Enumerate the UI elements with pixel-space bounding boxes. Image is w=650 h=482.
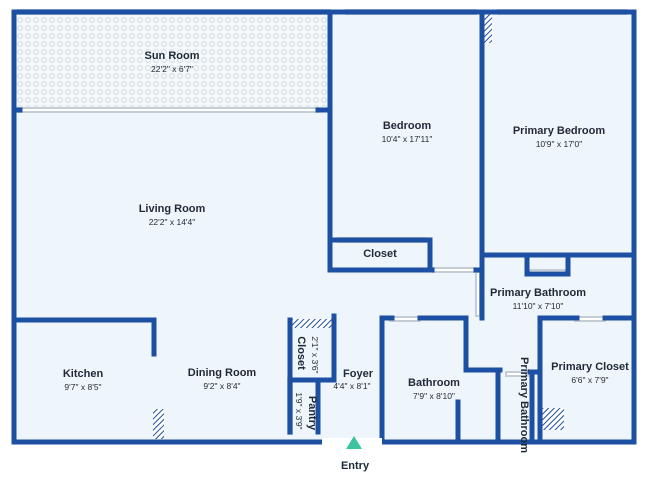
wall-outer-left-bottom	[11, 9, 385, 445]
primary-bathroom-small-name: Primary Bathroom	[518, 357, 530, 453]
primary-bedroom-name: Primary Bedroom	[513, 125, 606, 137]
wall-kitchen-top	[11, 317, 157, 357]
hatched-fixtures	[153, 13, 564, 439]
pantry-name: Pantry	[306, 396, 318, 431]
bedroom-name: Bedroom	[383, 120, 432, 132]
primary-bedroom-dims: 10'9" x 17'0"	[536, 139, 583, 149]
wall-outer-right-top	[11, 9, 637, 445]
wall-bedroom-closet	[329, 237, 433, 273]
primary-closet-dims: 6'6" x 7'9"	[571, 375, 608, 385]
hatched-shelf-closet	[290, 319, 334, 328]
kitchen-dims: 9'7" x 8'5"	[64, 382, 101, 392]
hatched-column-kitchen	[153, 409, 164, 439]
wall-bathroom-top	[417, 315, 503, 373]
living-room-dims: 22'2" x 14'4"	[149, 217, 196, 227]
foyer-name: Foyer	[343, 368, 374, 380]
foyer-closet-name: Closet	[295, 336, 307, 370]
hatched-column-top	[483, 13, 492, 43]
foyer-closet-dims: 2'1" x 3'6"	[310, 336, 320, 373]
bedroom-dims: 10'4" x 17'11"	[382, 134, 433, 144]
kitchen-name: Kitchen	[63, 368, 104, 380]
room-labels: Sun Room 22'2" x 6'7" Living Room 22'2" …	[63, 50, 629, 453]
sun-room-name: Sun Room	[145, 50, 200, 62]
window-bath-side	[475, 271, 481, 317]
walls	[11, 9, 637, 445]
bathroom-dims: 7'9" x 8'10"	[413, 391, 455, 401]
wall-bedroom-left	[327, 9, 435, 273]
living-room-name: Living Room	[139, 203, 206, 215]
hatched-column-closet	[542, 408, 564, 430]
entry-marker-icon	[346, 436, 362, 449]
dining-room-dims: 9'2" x 8'4"	[203, 381, 240, 391]
wall-bath-notch	[524, 255, 571, 277]
primary-closet-name: Primary Closet	[551, 361, 629, 373]
window-bedroom-door	[432, 267, 476, 273]
window-sun-room-divider	[17, 107, 319, 113]
foyer-dims: 4'4" x 8'1"	[333, 381, 370, 391]
entry-label: Entry	[341, 460, 370, 472]
pantry-dims: 1'9" x 3'9"	[294, 392, 304, 429]
sun-room-tile-floor	[14, 12, 330, 110]
bathroom-name: Bathroom	[408, 377, 460, 389]
primary-bathroom-name: Primary Bathroom	[490, 287, 586, 299]
floor-fill	[14, 12, 634, 442]
wall-foyer-closet	[287, 313, 337, 383]
primary-bathroom-dims: 11'10" x 7'10"	[513, 301, 564, 311]
bedroom-closet-name: Closet	[363, 248, 397, 260]
dining-room-name: Dining Room	[188, 367, 257, 379]
sun-room-dims: 22'2" x 6'7"	[151, 64, 193, 74]
